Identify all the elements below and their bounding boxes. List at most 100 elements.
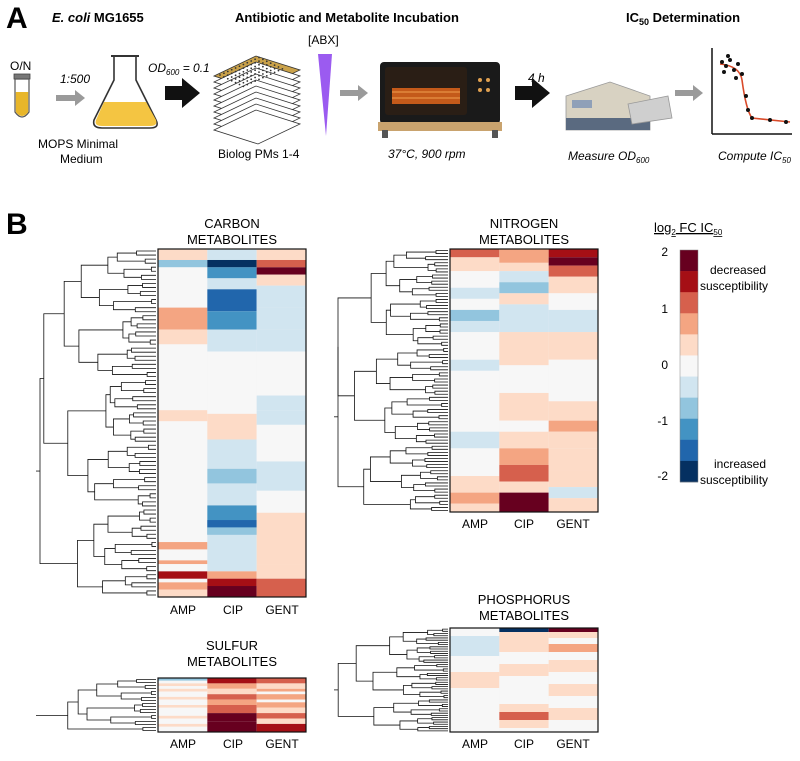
plate-well	[258, 56, 260, 59]
colorbar-segment	[680, 418, 698, 441]
phosphorus-col-cip: CIP	[514, 737, 534, 751]
phosphorus-dendro-branch	[438, 708, 448, 712]
plate-well	[226, 70, 229, 73]
carbon-dendro-branch	[139, 511, 151, 521]
nitrogen-dendro-branch	[434, 390, 448, 395]
carbon-cell-0-10	[158, 542, 208, 550]
carbon-cell-2-2	[256, 267, 306, 275]
carbon-dendro-branch	[146, 372, 156, 377]
carbon-cell-2-4	[256, 285, 306, 308]
nitrogen-dendro-branch	[419, 300, 437, 308]
plate-well	[254, 65, 256, 68]
plate-well	[273, 67, 276, 70]
carbon-dendro-branch	[151, 541, 156, 547]
nitrogen-dendro-branch	[393, 254, 429, 268]
phosphorus-dendro-branch	[389, 636, 407, 655]
sulfur-cell-0-1	[158, 680, 208, 684]
phosphorus-col-gent: GENT	[556, 737, 590, 751]
phosphorus-dendro-branch	[419, 691, 444, 697]
carbon-cell-2-15	[256, 578, 306, 597]
sulfur-cell-1-7	[207, 721, 257, 732]
nitrogen-cell-2-5	[548, 309, 598, 333]
nitrogen-cell-0-1	[450, 257, 500, 272]
carbon-dendro-branch	[150, 266, 156, 272]
carbon-cell-2-7	[256, 351, 306, 396]
nitrogen-dendro-branch	[431, 445, 448, 450]
plate-well	[234, 70, 237, 73]
nitrogen-col-cip: CIP	[514, 517, 534, 531]
plate-well	[262, 58, 264, 61]
nitrogen-dendro-branch	[428, 421, 448, 426]
nitrogen-cell-2-3	[548, 276, 598, 294]
plate-well	[254, 80, 256, 83]
plate-well	[246, 76, 249, 79]
nitrogen-dendro-branch	[443, 347, 448, 352]
plate-well	[258, 63, 260, 66]
plate-well	[230, 68, 233, 71]
nitrogen-heatmap	[449, 248, 599, 513]
nitrogen-dendro-branch	[438, 372, 448, 377]
nitrogen-dendro-branch	[427, 311, 448, 316]
sulfur-cell-2-9	[256, 718, 306, 724]
sulfur-cell-0-7	[158, 699, 208, 705]
plate-well	[258, 60, 260, 63]
plate-well	[246, 80, 249, 82]
plate-well	[254, 62, 256, 64]
phosphorus-cell-2-9	[548, 708, 598, 720]
dilution-label: 1:500	[60, 72, 90, 86]
phosphorus-dendro-branch	[430, 712, 448, 716]
nitrogen-dendro-branch	[429, 396, 448, 401]
plate-well	[269, 69, 272, 72]
flask-icon	[92, 55, 158, 129]
plate-well	[250, 82, 253, 84]
sulfur-cell-0-6	[158, 696, 208, 700]
colorbar-segment	[680, 376, 698, 398]
nitrogen-cell-1-8	[499, 392, 549, 421]
carbon-dendro-branch	[149, 517, 156, 523]
nitrogen-cell-1-6	[499, 332, 549, 366]
carbon-cell-1-18	[207, 527, 257, 535]
carbon-dendro-branch	[104, 548, 122, 566]
carbon-dendro-branch	[139, 291, 156, 296]
carbon-cell-1-6	[207, 329, 257, 352]
carbon-dendro-branch	[78, 329, 123, 363]
biolog-plates-icon	[212, 55, 302, 145]
sulfur-cell-1-5	[207, 705, 257, 714]
nitrogen-dendro-branch	[416, 276, 433, 284]
nitrogen-cell-1-1	[499, 262, 549, 272]
carbon-dendro-branch	[134, 355, 156, 361]
carbon-dendro-branch	[126, 446, 149, 456]
plate-well	[262, 73, 264, 75]
phosphorus-dendro-branch	[418, 700, 443, 706]
sulfur-cell-0-3	[158, 686, 208, 689]
carbon-dendro-branch	[147, 444, 156, 450]
carbon-cell-2-11	[256, 461, 306, 491]
plate-well	[250, 63, 253, 66]
carbon-cell-2-10	[256, 424, 306, 462]
nitrogen-dendro-branch	[435, 292, 448, 297]
panel-b-letter: B	[6, 208, 28, 241]
nitrogen-cell-0-11	[450, 415, 500, 432]
nitrogen-cell-2-11	[548, 448, 598, 471]
nitrogen-dendro-branch	[439, 500, 448, 505]
nitrogen-dendro-branch	[431, 280, 448, 285]
carbon-cell-0-8	[158, 329, 208, 345]
abx-label: [ABX]	[308, 33, 339, 47]
sulfur-dendro-branch	[110, 716, 152, 724]
carbon-dendro-branch	[131, 347, 156, 353]
phosphorus-dendro-branch	[442, 628, 448, 632]
nitrogen-cell-0-7	[450, 332, 500, 360]
carbon-dendro-branch	[123, 268, 152, 278]
phosphorus-cell-1-2	[499, 640, 549, 652]
arrow-3	[340, 85, 368, 101]
nitrogen-dendro-branch	[441, 403, 448, 407]
carbon-cell-2-5	[256, 307, 306, 330]
phosphorus-dendro-branch	[399, 720, 418, 730]
phosphorus-dendro-branch	[425, 637, 448, 641]
carbon-dendro-branch	[139, 469, 156, 474]
carbon-cell-1-10	[207, 468, 257, 484]
carbon-dendro-branch	[67, 410, 106, 477]
nitrogen-cell-0-12	[450, 431, 500, 449]
carbon-dendro-branch	[146, 566, 156, 572]
plate-well	[254, 76, 256, 79]
